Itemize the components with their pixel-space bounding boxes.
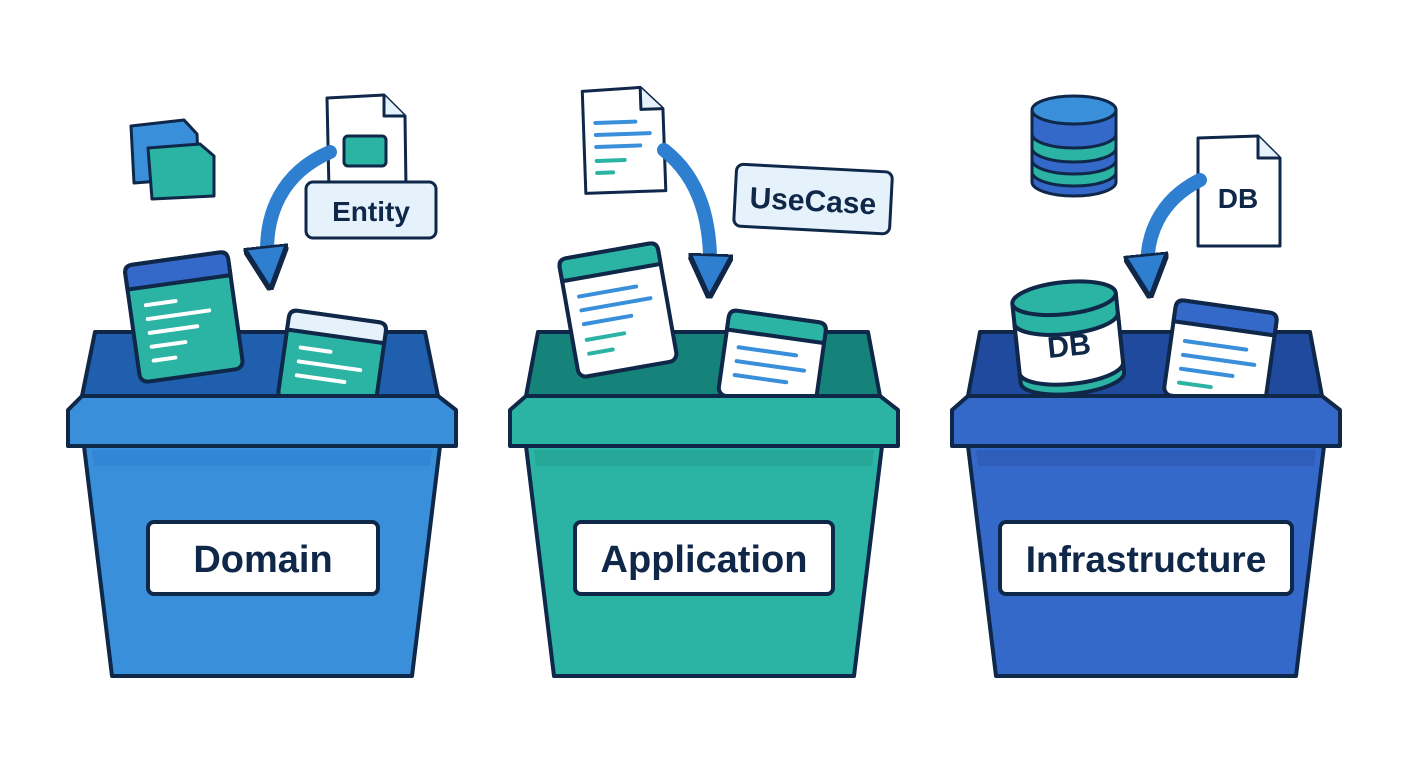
- tag-usecase: UseCase: [732, 162, 894, 236]
- infrastructure-group: DB DB: [950, 94, 1342, 678]
- code-card-icon: [123, 250, 245, 384]
- domain-bin-rim: [66, 394, 458, 448]
- domain-label-box: Domain: [146, 520, 380, 596]
- application-group: UseCase: [508, 85, 900, 678]
- curved-arrow-icon: [657, 143, 710, 276]
- database-can-text: DB: [1046, 328, 1093, 365]
- curved-arrow-icon: [1147, 173, 1207, 276]
- domain-group: Entity: [66, 93, 458, 678]
- document-icon: [325, 93, 408, 192]
- domain-label: Domain: [193, 539, 332, 581]
- document-icon: [580, 85, 668, 195]
- document-card-icon: [716, 308, 828, 410]
- application-label: Application: [601, 539, 808, 581]
- database-can-icon: DB: [1010, 279, 1127, 397]
- infrastructure-label-box: Infrastructure: [998, 520, 1294, 596]
- tag-entity-text: Entity: [332, 196, 410, 227]
- application-label-box: Application: [573, 520, 835, 596]
- infrastructure-label: Infrastructure: [1026, 539, 1267, 580]
- tag-usecase-text: UseCase: [749, 182, 877, 222]
- application-bin-rim: [508, 394, 900, 448]
- infrastructure-bin-rim: [950, 394, 1342, 448]
- curved-arrow-icon: [267, 145, 337, 268]
- document-card-icon: [1162, 298, 1279, 410]
- stacked-squares-icon: [129, 118, 216, 201]
- db-document-icon: DB: [1196, 134, 1282, 248]
- document-card-icon: [557, 241, 679, 379]
- db-document-text: DB: [1218, 183, 1258, 214]
- tag-entity: Entity: [304, 180, 438, 240]
- database-icon: [1030, 94, 1118, 198]
